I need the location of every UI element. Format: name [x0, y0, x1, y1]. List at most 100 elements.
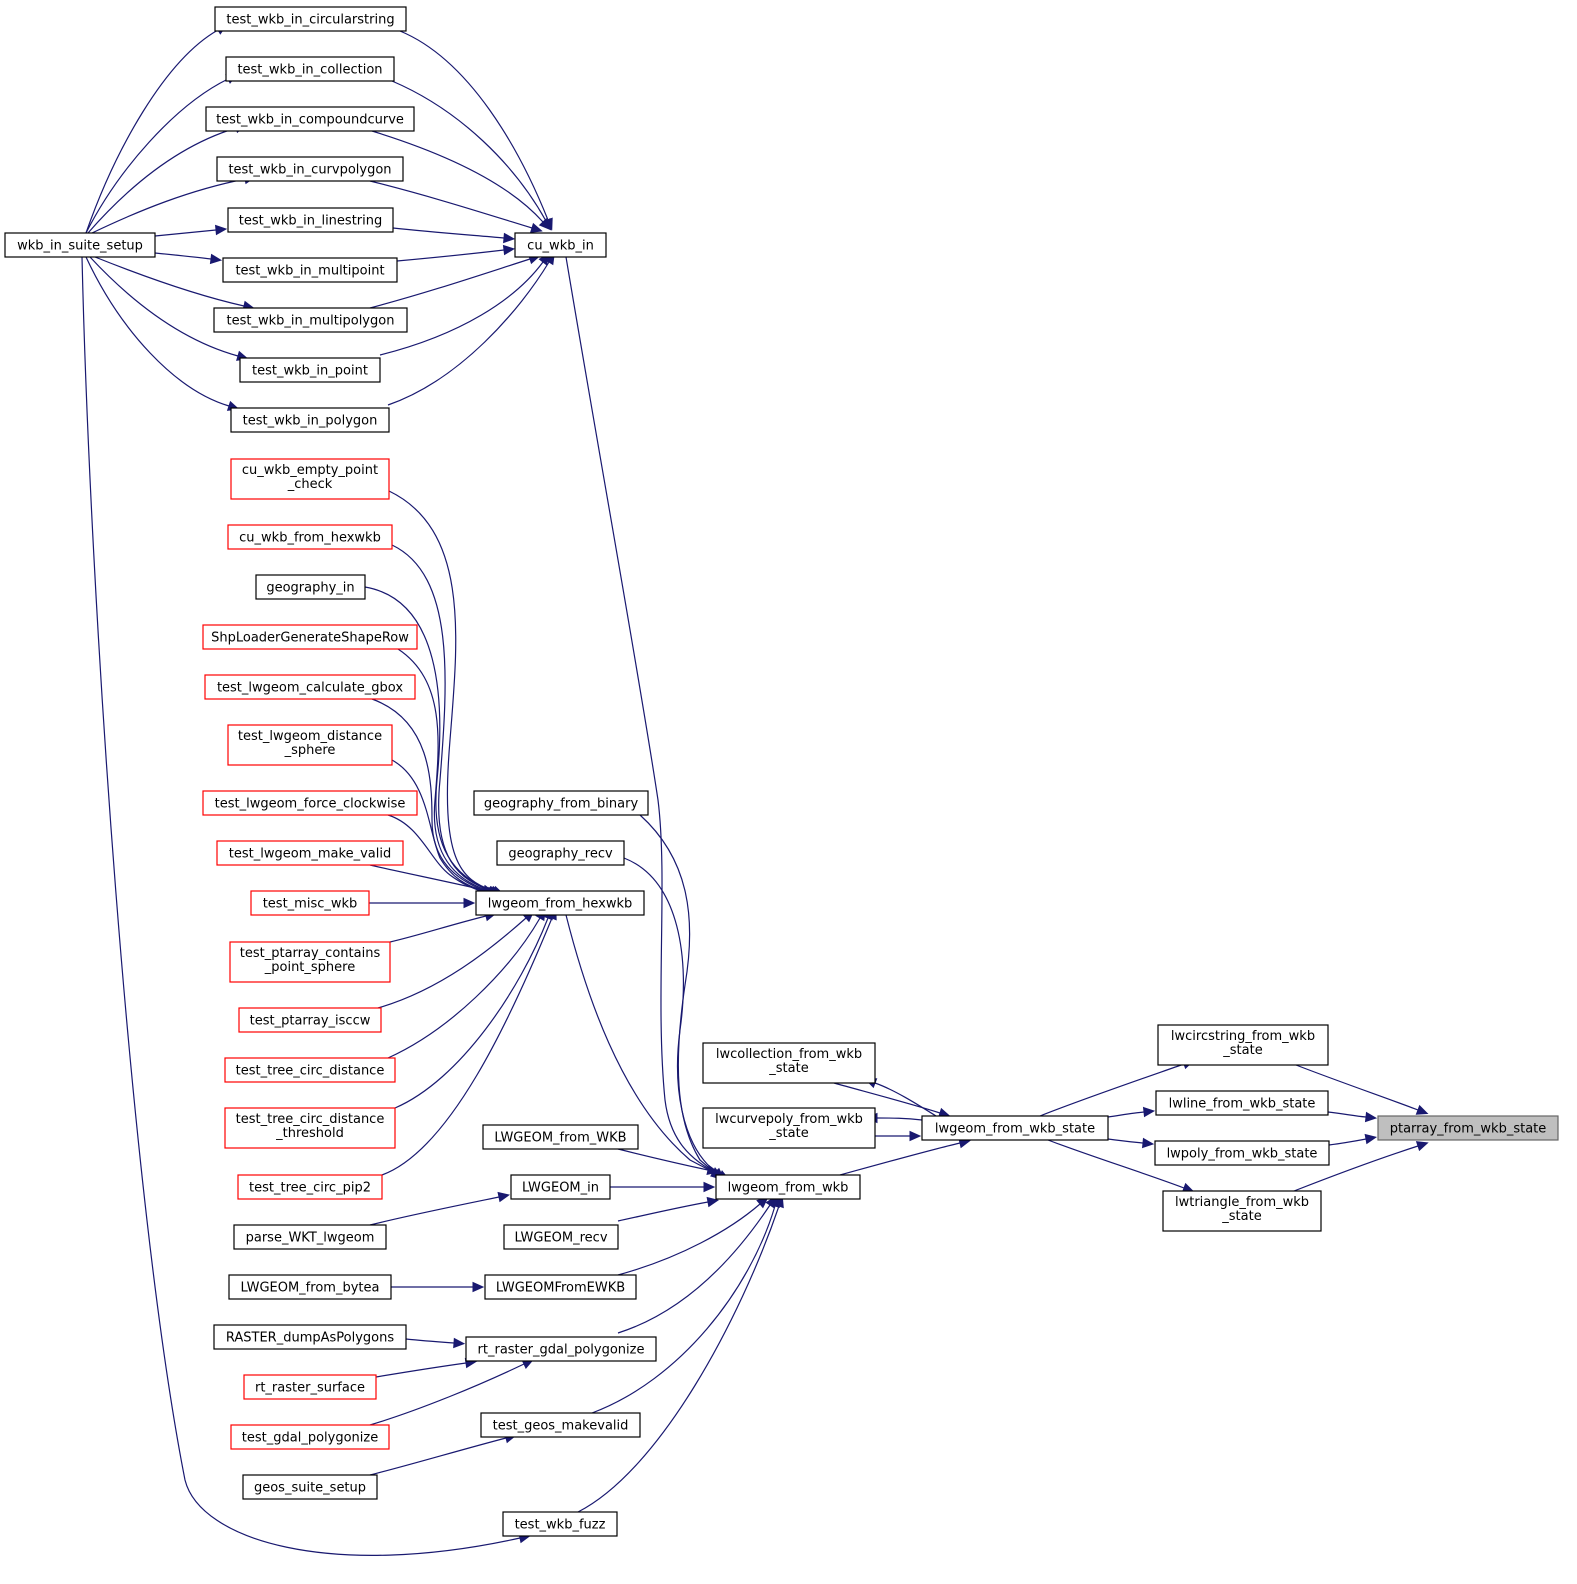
node-lwcircstring_from_wkb_state[interactable]: lwcircstring_from_wkb_state	[1157, 1024, 1329, 1066]
node-LWGEOM_recv[interactable]: LWGEOM_recv	[503, 1224, 619, 1250]
node-lwcurvepoly_from_wkb_state[interactable]: lwcurvepoly_from_wkb_state	[702, 1107, 876, 1149]
node-lwpoly_from_wkb_state[interactable]: lwpoly_from_wkb_state	[1154, 1140, 1330, 1166]
node-test_wkb_in_circularstring[interactable]: test_wkb_in_circularstring	[214, 6, 407, 32]
node-test_lwgeom_calculate_gbox[interactable]: test_lwgeom_calculate_gbox	[204, 674, 416, 700]
node-box[interactable]	[237, 1174, 383, 1200]
node-test_tree_circ_pip2[interactable]: test_tree_circ_pip2	[237, 1174, 383, 1200]
node-box[interactable]	[4, 232, 156, 258]
node-test_lwgeom_distance_sphere[interactable]: test_lwgeom_distance_sphere	[227, 724, 393, 766]
node-box[interactable]	[233, 1224, 387, 1250]
node-box[interactable]	[238, 1007, 382, 1033]
node-test_wkb_in_curvpolygon[interactable]: test_wkb_in_curvpolygon	[216, 156, 404, 182]
node-test_lwgeom_make_valid[interactable]: test_lwgeom_make_valid	[216, 840, 404, 866]
node-lwtriangle_from_wkb_state[interactable]: lwtriangle_from_wkb_state	[1162, 1190, 1322, 1232]
node-box[interactable]	[224, 1057, 396, 1083]
node-test_tree_circ_distance_threshold[interactable]: test_tree_circ_distance_threshold	[224, 1107, 396, 1149]
node-box[interactable]	[225, 56, 395, 82]
node-box[interactable]	[702, 1107, 876, 1149]
node-box[interactable]	[482, 1124, 639, 1150]
node-box[interactable]	[255, 574, 366, 600]
node-RASTER_dumpAsPolygons[interactable]: RASTER_dumpAsPolygons	[213, 1324, 407, 1350]
node-geos_suite_setup[interactable]: geos_suite_setup	[242, 1474, 378, 1500]
node-test_gdal_polygonize[interactable]: test_gdal_polygonize	[230, 1424, 390, 1450]
node-test_wkb_in_collection[interactable]: test_wkb_in_collection	[225, 56, 395, 82]
node-box[interactable]	[202, 624, 418, 650]
node-box[interactable]	[465, 1336, 657, 1362]
node-box[interactable]	[239, 357, 381, 383]
node-LWGEOM_in[interactable]: LWGEOM_in	[510, 1174, 611, 1200]
node-box[interactable]	[473, 790, 649, 816]
node-box[interactable]	[1157, 1024, 1329, 1066]
node-lwline_from_wkb_state[interactable]: lwline_from_wkb_state	[1155, 1090, 1329, 1116]
node-test_wkb_in_multipoint[interactable]: test_wkb_in_multipoint	[222, 257, 398, 283]
node-parse_WKT_lwgeom[interactable]: parse_WKT_lwgeom	[233, 1224, 387, 1250]
node-box[interactable]	[503, 1224, 619, 1250]
node-box[interactable]	[230, 407, 390, 433]
node-test_ptarray_isccw[interactable]: test_ptarray_isccw	[238, 1007, 382, 1033]
node-box[interactable]	[224, 1107, 396, 1149]
node-box[interactable]	[228, 1274, 392, 1300]
node-geography_from_binary[interactable]: geography_from_binary	[473, 790, 649, 816]
node-box[interactable]	[921, 1115, 1109, 1141]
node-lwcollection_from_wkb_state[interactable]: lwcollection_from_wkb_state	[702, 1042, 876, 1084]
node-cu_wkb_empty_point_check[interactable]: cu_wkb_empty_point_check	[230, 458, 390, 500]
node-box[interactable]	[213, 1324, 407, 1350]
node-test_lwgeom_force_clockwise[interactable]: test_lwgeom_force_clockwise	[202, 790, 418, 816]
node-cu_wkb_from_hexwkb[interactable]: cu_wkb_from_hexwkb	[227, 524, 393, 550]
node-test_wkb_in_multipolygon[interactable]: test_wkb_in_multipolygon	[213, 307, 408, 333]
node-box[interactable]	[1154, 1140, 1330, 1166]
node-box[interactable]	[204, 674, 416, 700]
node-box[interactable]	[243, 1374, 377, 1400]
node-cu_wkb_in[interactable]: cu_wkb_in	[514, 232, 607, 258]
node-box[interactable]	[227, 207, 394, 233]
node-geography_in[interactable]: geography_in	[255, 574, 366, 600]
node-rt_raster_surface[interactable]: rt_raster_surface	[243, 1374, 377, 1400]
node-test_wkb_fuzz[interactable]: test_wkb_fuzz	[502, 1511, 618, 1537]
node-box[interactable]	[216, 156, 404, 182]
node-box[interactable]	[229, 941, 391, 983]
node-test_ptarray_contains_point_sphere[interactable]: test_ptarray_contains_point_sphere	[229, 941, 391, 983]
node-box[interactable]	[205, 106, 415, 132]
node-box[interactable]	[484, 1274, 637, 1300]
node-test_wkb_in_linestring[interactable]: test_wkb_in_linestring	[227, 207, 394, 233]
node-box[interactable]	[510, 1174, 611, 1200]
node-box[interactable]	[227, 724, 393, 766]
node-box[interactable]	[227, 524, 393, 550]
node-box[interactable]	[702, 1042, 876, 1084]
node-LWGEOM_from_WKB[interactable]: LWGEOM_from_WKB	[482, 1124, 639, 1150]
node-box[interactable]	[202, 790, 418, 816]
node-geography_recv[interactable]: geography_recv	[496, 840, 625, 866]
node-test_tree_circ_distance[interactable]: test_tree_circ_distance	[224, 1057, 396, 1083]
node-box[interactable]	[480, 1412, 641, 1438]
node-box[interactable]	[213, 307, 408, 333]
node-lwgeom_from_hexwkb[interactable]: lwgeom_from_hexwkb	[475, 890, 645, 916]
node-lwgeom_from_wkb_state[interactable]: lwgeom_from_wkb_state	[921, 1115, 1109, 1141]
node-box[interactable]	[230, 1424, 390, 1450]
node-box[interactable]	[214, 6, 407, 32]
node-ShpLoaderGenerateShapeRow[interactable]: ShpLoaderGenerateShapeRow	[202, 624, 418, 650]
node-box[interactable]	[496, 840, 625, 866]
node-box[interactable]	[1162, 1190, 1322, 1232]
node-test_wkb_in_compoundcurve[interactable]: test_wkb_in_compoundcurve	[205, 106, 415, 132]
node-test_wkb_in_polygon[interactable]: test_wkb_in_polygon	[230, 407, 390, 433]
node-LWGEOM_from_bytea[interactable]: LWGEOM_from_bytea	[228, 1274, 392, 1300]
node-test_misc_wkb[interactable]: test_misc_wkb	[250, 890, 370, 916]
node-box[interactable]	[1155, 1090, 1329, 1116]
node-test_wkb_in_point[interactable]: test_wkb_in_point	[239, 357, 381, 383]
node-box[interactable]	[242, 1474, 378, 1500]
node-rt_raster_gdal_polygonize[interactable]: rt_raster_gdal_polygonize	[465, 1336, 657, 1362]
node-ptarray_from_wkb_state[interactable]: ptarray_from_wkb_state	[1377, 1115, 1559, 1141]
node-LWGEOMFromEWKB[interactable]: LWGEOMFromEWKB	[484, 1274, 637, 1300]
node-box[interactable]	[514, 232, 607, 258]
node-box[interactable]	[250, 890, 370, 916]
node-box[interactable]	[230, 458, 390, 500]
node-box[interactable]	[475, 890, 645, 916]
node-lwgeom_from_wkb[interactable]: lwgeom_from_wkb	[715, 1174, 861, 1200]
node-box[interactable]	[222, 257, 398, 283]
node-box[interactable]	[502, 1511, 618, 1537]
node-box[interactable]	[715, 1174, 861, 1200]
node-box[interactable]	[216, 840, 404, 866]
node-test_geos_makevalid[interactable]: test_geos_makevalid	[480, 1412, 641, 1438]
node-box[interactable]	[1377, 1115, 1559, 1141]
node-wkb_in_suite_setup[interactable]: wkb_in_suite_setup	[4, 232, 156, 258]
